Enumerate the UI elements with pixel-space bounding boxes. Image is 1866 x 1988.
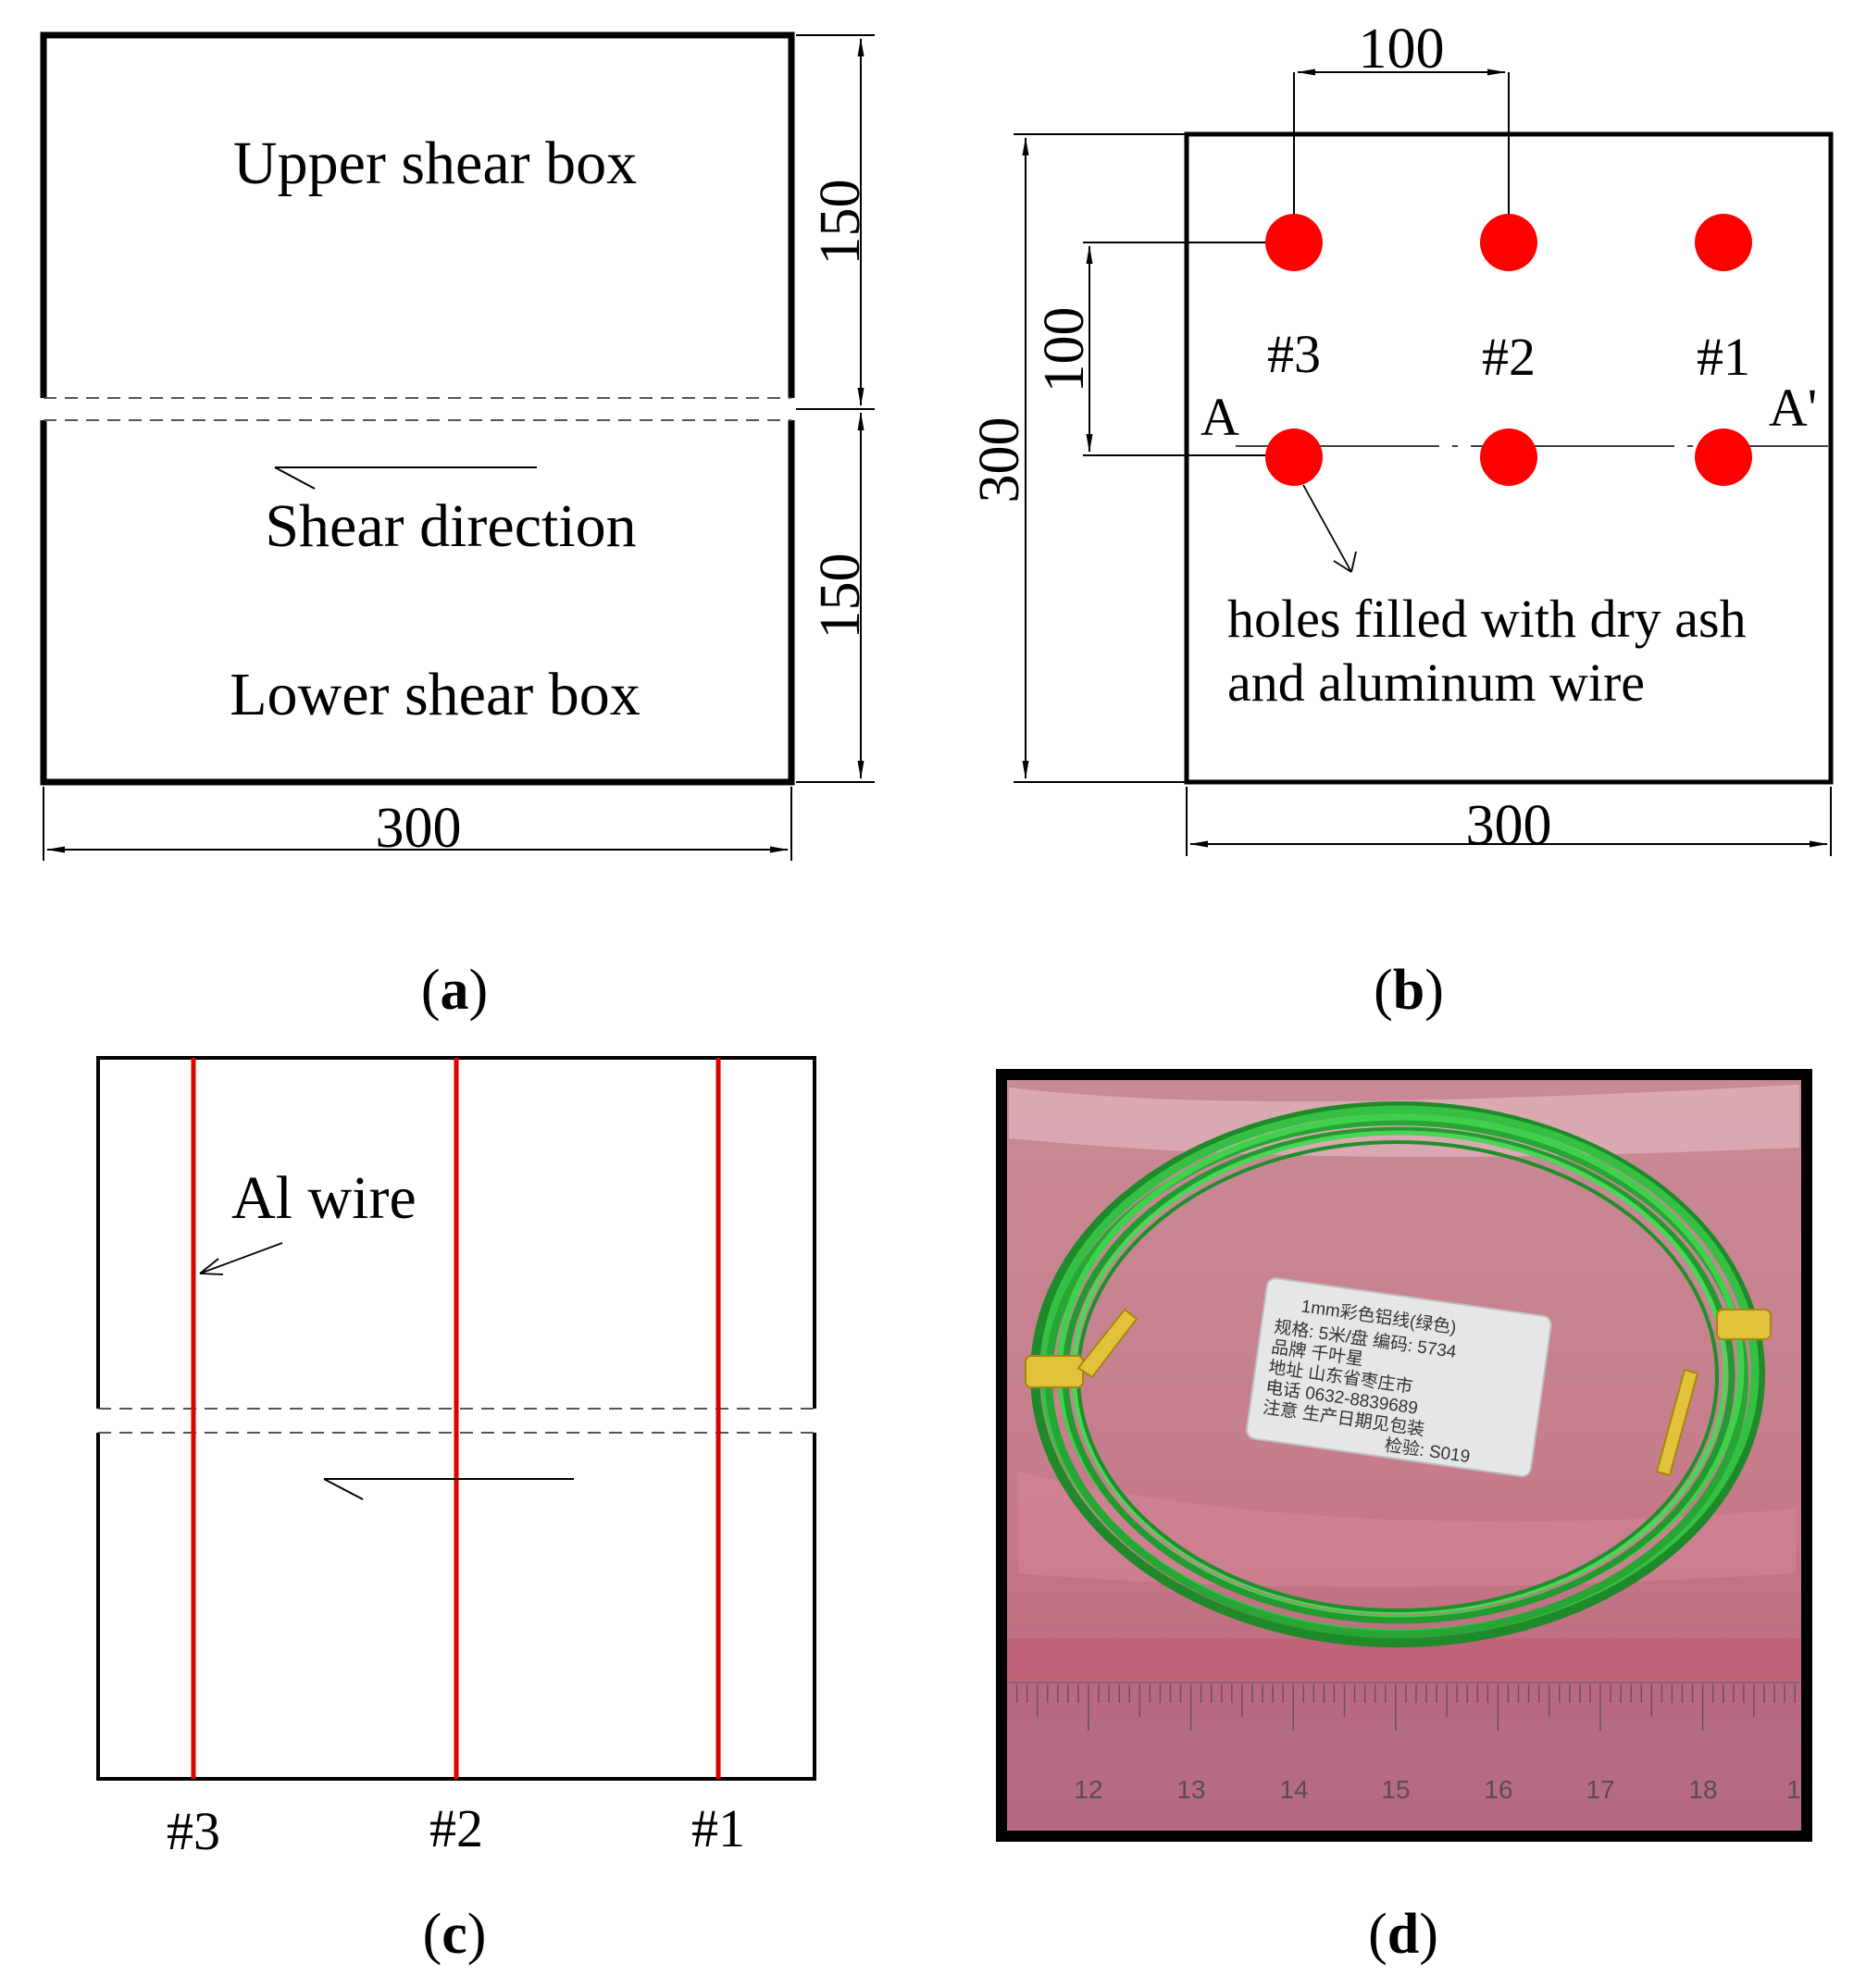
hole-label-3: #3 — [1267, 324, 1321, 384]
wire-label-2: #2 — [429, 1798, 483, 1858]
wire-label-3: #3 — [167, 1801, 220, 1861]
ruler-tick-15: 15 — [1381, 1775, 1410, 1804]
holes — [1265, 214, 1752, 486]
twist-ties — [1025, 1308, 1772, 1477]
shear-plane-dashed — [44, 397, 791, 421]
dimension-lines-a — [43, 34, 875, 861]
hole-3-bottom — [1265, 429, 1323, 486]
panel-b: 100 100 300 300 A A' #3 #2 #1 holes fill… — [968, 18, 1834, 1022]
upper-shear-box-label: Upper shear box — [233, 130, 637, 197]
hole-2-bottom — [1480, 429, 1537, 486]
hole-label-1: #1 — [1697, 327, 1750, 387]
dim-width-300-a: 300 — [376, 797, 462, 860]
aluminum-wires — [191, 1058, 721, 1779]
dim-top-100: 100 — [1359, 18, 1445, 81]
dim-side-100: 100 — [1033, 307, 1096, 393]
panel-d-photo: 12 13 14 15 16 17 18 1 — [996, 1069, 1812, 1966]
ruler-tick-16: 16 — [1484, 1775, 1512, 1804]
hole-2-top — [1480, 214, 1537, 271]
section-label-a-prime: A' — [1769, 378, 1817, 438]
al-wire-label: Al wire — [231, 1164, 417, 1232]
dim-lower-150: 150 — [809, 553, 872, 640]
ruler: 12 13 14 15 16 17 18 1 — [1007, 1680, 1801, 1831]
hole-label-2: #2 — [1482, 327, 1536, 387]
shear-direction-label: Shear direction — [265, 492, 636, 560]
dim-width-300-b: 300 — [1466, 794, 1552, 857]
dim-upper-150: 150 — [809, 180, 872, 266]
lower-shear-box-label: Lower shear box — [230, 661, 641, 728]
panel-a: Upper shear box Shear direction Lower sh… — [40, 31, 875, 1022]
wire-label-1: #1 — [691, 1798, 745, 1858]
hole-1-bottom — [1695, 429, 1752, 486]
ruler-tick-17: 17 — [1586, 1775, 1614, 1804]
caption-a: (a) — [421, 959, 488, 1022]
product-tag: 1mm彩色铝线(绿色) 规格: 5米/盘 编码: 5734 品牌 千叶星 地址 … — [1245, 1277, 1552, 1478]
dim-height-300: 300 — [968, 417, 1031, 503]
note-line-1: holes filled with dry ash — [1227, 589, 1747, 649]
caption-c: (c) — [423, 1903, 487, 1966]
note-leader — [1302, 484, 1357, 573]
shear-box-outline — [40, 31, 795, 786]
caption-d: (d) — [1368, 1903, 1438, 1966]
ruler-tick-19: 1 — [1786, 1775, 1801, 1804]
hole-3-top — [1265, 214, 1323, 271]
caption-b: (b) — [1374, 959, 1444, 1022]
ruler-tick-13: 13 — [1176, 1775, 1205, 1804]
section-label-a: A — [1200, 387, 1239, 447]
ruler-tick-12: 12 — [1074, 1775, 1102, 1804]
hole-1-top — [1695, 214, 1752, 271]
ruler-tick-14: 14 — [1279, 1775, 1308, 1804]
note-line-2: and aluminum wire — [1227, 652, 1645, 713]
shear-direction-arrow-c — [323, 1478, 574, 1500]
shear-direction-arrow — [274, 466, 537, 490]
dimension-lines-b — [1014, 68, 1832, 856]
panel-c: Al wire #3 #2 #1 (c) — [96, 1056, 816, 1966]
shear-plane-dashed-c — [98, 1408, 815, 1434]
ruler-tick-18: 18 — [1688, 1775, 1717, 1804]
al-wire-leader — [199, 1242, 283, 1275]
